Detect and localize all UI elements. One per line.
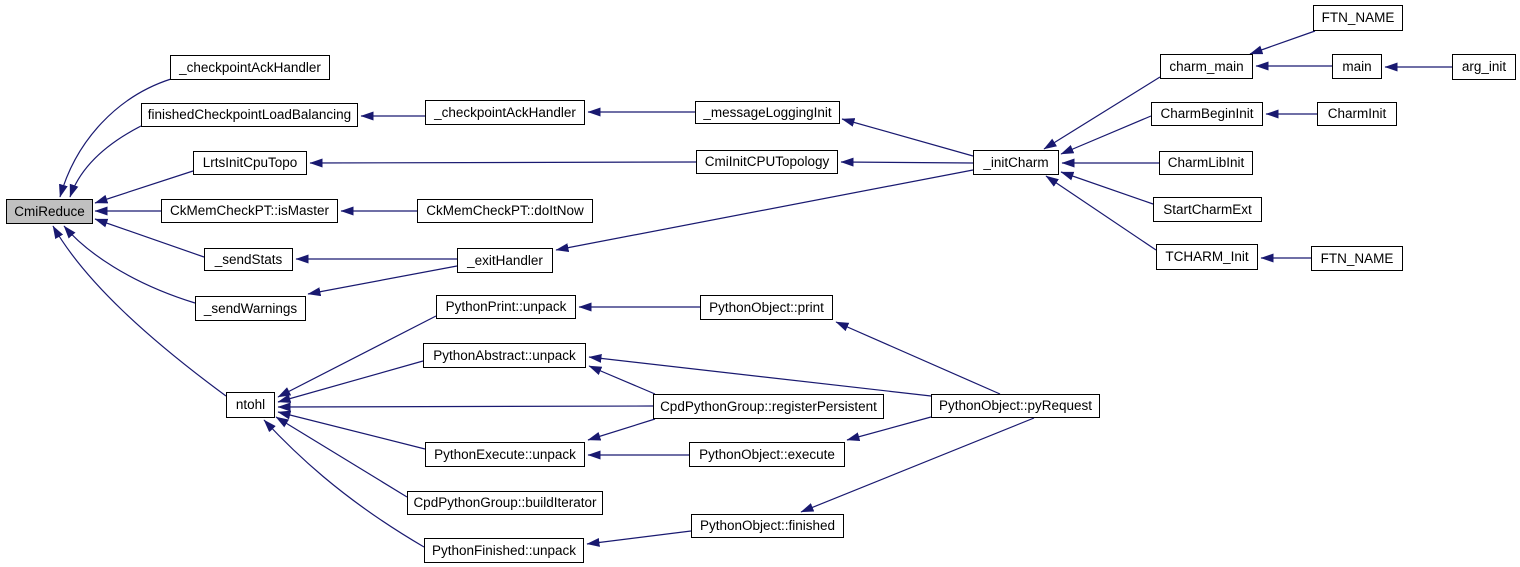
graph-node-sendwarnings[interactable]: _sendWarnings — [195, 296, 306, 321]
graph-node-charmlibinit[interactable]: CharmLibInit — [1159, 151, 1253, 175]
graph-node-exithandler[interactable]: _exitHandler — [457, 248, 553, 273]
graph-node-cmiinitcputopology[interactable]: CmiInitCPUTopology — [696, 150, 838, 174]
graph-node-checkpointackhandler2[interactable]: _checkpointAckHandler — [425, 100, 585, 125]
graph-node-ftn-name-top[interactable]: FTN_NAME — [1313, 5, 1403, 31]
graph-node-pythonobject-execute[interactable]: PythonObject::execute — [689, 442, 845, 467]
graph-node-ftn-name-bottom[interactable]: FTN_NAME — [1311, 246, 1403, 271]
graph-node-ntohl[interactable]: ntohl — [226, 392, 275, 418]
graph-node-cmireduce[interactable]: CmiReduce — [6, 199, 93, 224]
graph-node-startcharmext[interactable]: StartCharmExt — [1153, 197, 1262, 222]
graph-node-pythonobject-print[interactable]: PythonObject::print — [700, 295, 833, 320]
graph-node-finishedcheckpointloadbalancing[interactable]: finishedCheckpointLoadBalancing — [141, 103, 358, 127]
graph-node-sendstats[interactable]: _sendStats — [204, 248, 293, 271]
graph-node-pythonobject-pyrequest[interactable]: PythonObject::pyRequest — [931, 394, 1100, 418]
graph-node-ckmemcheckpt-doitnow[interactable]: CkMemCheckPT::doItNow — [417, 199, 593, 223]
graph-node-cpdpythongroup-builditerator[interactable]: CpdPythonGroup::buildIterator — [407, 491, 603, 515]
graph-node-charminit[interactable]: CharmInit — [1317, 102, 1397, 126]
graph-node-ckmemcheckpt-ismaster[interactable]: CkMemCheckPT::isMaster — [161, 199, 338, 223]
graph-node-messagelogginginit[interactable]: _messageLoggingInit — [695, 101, 840, 124]
graph-node-pythonabstract-unpack[interactable]: PythonAbstract::unpack — [423, 343, 586, 368]
graph-node-lrtsinitcputopo[interactable]: LrtsInitCpuTopo — [193, 151, 307, 175]
graph-node-main[interactable]: main — [1332, 54, 1382, 79]
graph-node-cpdpythongroup-registerpersistent[interactable]: CpdPythonGroup::registerPersistent — [653, 394, 884, 419]
graph-node-pythonexecute-unpack[interactable]: PythonExecute::unpack — [425, 442, 585, 467]
graph-node-charm-main[interactable]: charm_main — [1160, 54, 1253, 79]
graph-node-charmbegininit[interactable]: CharmBeginInit — [1151, 102, 1263, 126]
graph-node-arg-init[interactable]: arg_init — [1452, 54, 1516, 80]
graph-node-pythonfinished-unpack[interactable]: PythonFinished::unpack — [424, 538, 584, 563]
graph-node-tcharm-init[interactable]: TCHARM_Init — [1156, 244, 1258, 270]
graph-node-initcharm[interactable]: _initCharm — [973, 150, 1059, 175]
graph-node-pythonobject-finished[interactable]: PythonObject::finished — [691, 514, 844, 538]
graph-node-pythonprint-unpack[interactable]: PythonPrint::unpack — [436, 295, 576, 319]
graph-node-checkpointackhandler1[interactable]: _checkpointAckHandler — [170, 55, 330, 80]
